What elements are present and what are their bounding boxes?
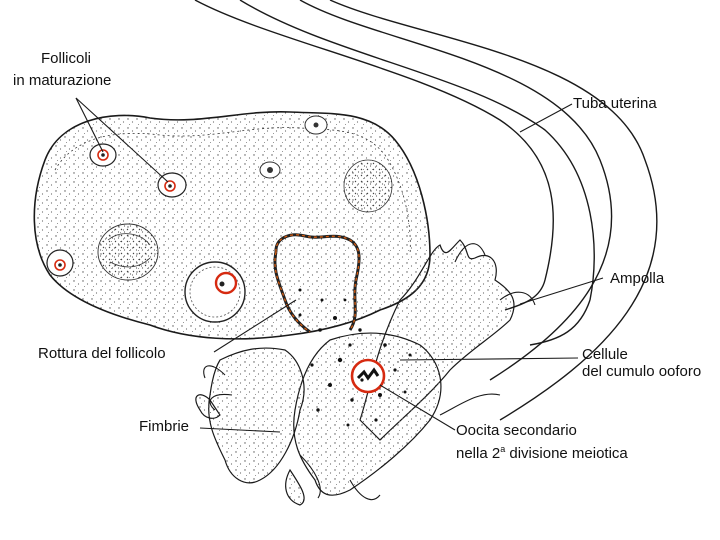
- label-tuba-uterina: Tuba uterina: [573, 95, 657, 112]
- label-oocita-line2: nella 2a divisione meiotica: [456, 441, 628, 462]
- follicle-1: [90, 144, 116, 166]
- label-oocita-line2-post: divisione meiotica: [505, 445, 628, 462]
- label-ampolla: Ampolla: [610, 270, 664, 287]
- label-cellule-line2: del cumulo ooforo: [582, 363, 701, 380]
- label-follicoli-line1: Follicoli: [41, 50, 91, 67]
- follicle-large: [185, 262, 245, 322]
- follicle-3: [47, 250, 73, 276]
- label-follicoli-line2: in maturazione: [13, 72, 111, 89]
- label-fimbrie: Fimbrie: [139, 418, 189, 435]
- label-cellule-line1: Cellule: [582, 346, 628, 363]
- label-oocita-line1: Oocita secondario: [456, 422, 577, 439]
- secondary-oocyte: [352, 360, 384, 392]
- label-oocita-line2-pre: nella 2: [456, 445, 500, 462]
- label-rottura-follicolo: Rottura del follicolo: [38, 345, 166, 362]
